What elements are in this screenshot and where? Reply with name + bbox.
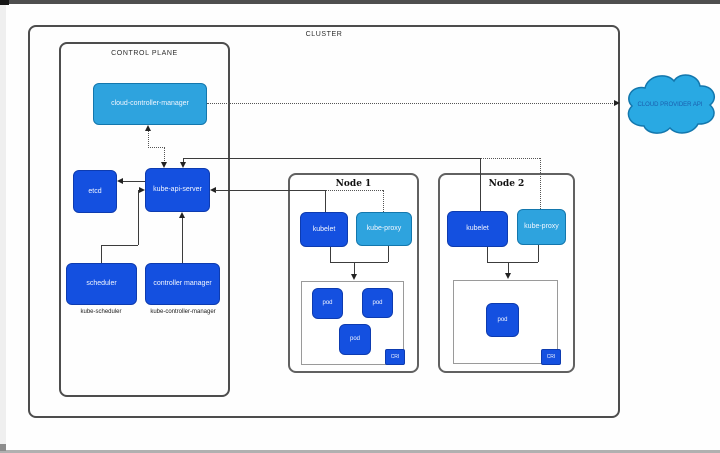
node2-kube-proxy-up-line xyxy=(540,158,541,209)
controller-manager-label: controller manager xyxy=(153,280,212,288)
node1-kubelet-label: kubelet xyxy=(312,225,336,233)
node1-title: Node 1 xyxy=(335,179,372,189)
cloud-provider-api-label: CLOUD PROVIDER API xyxy=(637,102,702,108)
node2-to-api-drop xyxy=(183,158,184,163)
cluster-title: CLUSTER xyxy=(305,31,343,38)
control-plane-frame: CONTROL PLANE xyxy=(59,42,230,397)
node2-kubelet-box: kubelet xyxy=(447,211,508,247)
arrow-into-api-top xyxy=(180,162,186,168)
node2-bracket-drop xyxy=(508,262,509,274)
arrow-into-api-left xyxy=(139,187,145,193)
ccm-api-link-segment xyxy=(148,131,149,148)
cloud-provider-api: CLOUD PROVIDER API xyxy=(620,64,720,144)
ccm-to-cloud-arrow xyxy=(614,100,620,106)
arrow-into-ccm xyxy=(145,125,151,131)
node2-kube-proxy-label: kube-proxy xyxy=(524,223,559,231)
arrow-into-api-right xyxy=(210,187,216,193)
node1-bracket-drop xyxy=(354,262,355,275)
node1-kubelet-box: kubelet xyxy=(300,212,348,247)
bottom-bar xyxy=(0,450,720,453)
node1-kubelet-up-line xyxy=(325,190,326,212)
scheduler-box: scheduler xyxy=(66,263,137,305)
node1-pod-label: pod xyxy=(349,336,360,343)
node1-pod-label: pod xyxy=(322,300,333,307)
node1-to-api-run xyxy=(215,190,325,191)
cloud-icon: CLOUD PROVIDER API xyxy=(627,74,715,134)
scheduler-label: scheduler xyxy=(86,280,117,288)
controller-manager-box: controller manager xyxy=(145,263,220,305)
top-bar-corner xyxy=(0,0,9,5)
node2-cri-badge: CRI xyxy=(541,349,561,365)
node1-pod-box: pod xyxy=(362,288,393,318)
ccm-to-cloud-line xyxy=(207,103,615,104)
arrow-into-node1-cri xyxy=(351,274,357,280)
node1-bracket-segment xyxy=(330,247,331,262)
bottom-bar-corner xyxy=(0,444,6,451)
kube-api-server-label: kube-api-server xyxy=(153,186,202,194)
node2-title: Node 2 xyxy=(488,179,525,189)
arrow-into-node2-cri xyxy=(505,273,511,279)
api-to-etcd-line xyxy=(122,181,145,182)
node2-pod-label: pod xyxy=(497,316,508,323)
node1-bracket-segment xyxy=(330,262,388,263)
node2-kubelet-label: kubelet xyxy=(466,225,489,233)
arrow-into-api-bottom xyxy=(179,212,185,218)
node1-proxy-to-api-run xyxy=(325,190,383,191)
scheduler-api-segment xyxy=(138,190,139,245)
top-bar xyxy=(0,0,720,4)
cluster-frame: CLUSTER xyxy=(28,25,620,418)
node2-kubelet-up-line xyxy=(480,158,481,211)
node1-pod-label: pod xyxy=(372,299,383,306)
node2-bracket-segment xyxy=(487,262,538,263)
control-plane-title: CONTROL PLANE xyxy=(111,50,178,57)
etcd-box: etcd xyxy=(73,170,117,213)
left-margin-strip xyxy=(0,0,6,453)
cloud-controller-manager-label: cloud-controller-manager xyxy=(111,100,189,108)
kube-api-server-box: kube-api-server xyxy=(145,168,210,212)
node1-bracket-segment xyxy=(388,246,389,262)
node2-kube-proxy-box: kube-proxy xyxy=(517,209,566,245)
ccm-api-link-segment xyxy=(164,147,165,163)
kube-controller-manager-caption: kube-controller-manager xyxy=(150,309,216,315)
node1-pod-box: pod xyxy=(339,324,371,355)
kube-scheduler-caption: kube-scheduler xyxy=(80,309,122,315)
scheduler-api-segment xyxy=(101,245,138,246)
cloud-controller-manager-box: cloud-controller-manager xyxy=(93,83,207,125)
node2-bracket-segment xyxy=(538,245,539,262)
ccm-api-link-segment xyxy=(148,147,165,148)
arrow-into-api-top-dotted xyxy=(161,162,167,168)
node1-kube-proxy-label: kube-proxy xyxy=(366,225,402,233)
cm-api-line xyxy=(182,217,183,263)
scheduler-api-segment xyxy=(101,245,102,263)
node2-cri-frame xyxy=(453,280,558,364)
api-to-etcd-arrow xyxy=(117,178,123,184)
node1-kube-proxy-up-line xyxy=(383,190,384,212)
node1-kube-proxy-box: kube-proxy xyxy=(356,212,412,246)
node2-pod-box: pod xyxy=(486,303,519,337)
node1-cri-badge: CRI xyxy=(385,349,405,365)
node1-pod-box: pod xyxy=(312,288,343,319)
node2-to-api-run xyxy=(183,158,480,159)
node2-bracket-segment xyxy=(487,247,488,262)
etcd-label: etcd xyxy=(88,187,102,195)
node2-proxy-to-api-run xyxy=(480,158,540,159)
